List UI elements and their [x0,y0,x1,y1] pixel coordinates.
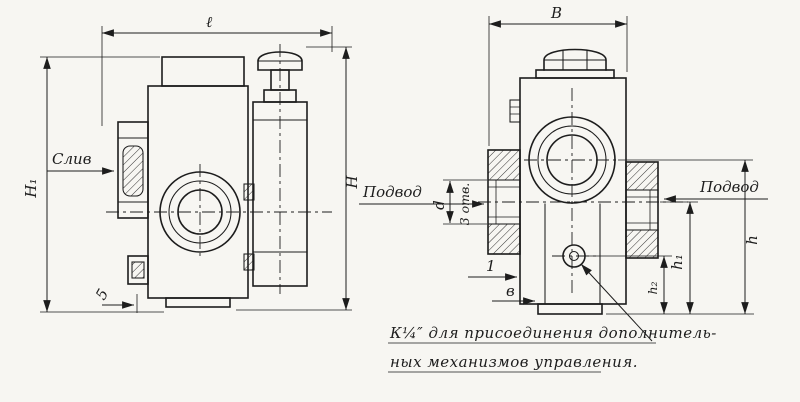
dim-offset-label: 5 [92,286,112,303]
drain-flange-outline [117,121,149,219]
dim-length-label: ℓ [206,13,212,31]
body-column-lines [544,203,601,305]
left-extension-lines [40,26,352,313]
pilot-body-lines [252,119,308,253]
left-view-centerlines [106,44,332,294]
front-boss-inner-circle [546,134,598,186]
side-tab [509,99,521,123]
drain-flange-section-hatch [122,145,144,197]
boss-outer-circle [159,171,241,253]
left-flange-bore-lines [487,179,521,225]
bolt-head-facets [543,49,607,71]
footnote-leader-line [580,263,653,342]
footnote-line1: К¼″ для присоединения дополнитель- [389,324,717,342]
footnote-underlines [388,342,656,373]
dim-b-small-label: в [506,282,515,300]
right-extension-lines [443,16,754,315]
right-flange-thread-lines [626,190,658,230]
left-view [106,44,332,308]
pilot-valve-assembly [243,51,308,287]
valve-main-body-front [519,77,627,305]
top-bolt-assembly [535,48,615,79]
control-port-outer-circle [562,244,586,268]
pilot-port-hatch-lower [243,253,255,271]
holes-count-label: 3 отв. [457,183,472,226]
side-tab-lines [510,106,520,115]
right-flange-bore-lines [625,189,659,231]
bolt-flange [535,69,615,79]
dim-width-label: В [550,4,562,22]
control-port [562,244,586,268]
left-flange-hatch-top [487,149,521,181]
dim-h-label: h [743,235,761,245]
dim-h1-label: h₁ [668,254,686,270]
left-flange-thread-lines [488,180,520,224]
lower-port-outline [127,255,149,285]
front-port-boss [528,116,616,204]
supply-flange-left [487,149,521,255]
pilot-port-hatch-upper [243,183,255,201]
left-view-dimensions: ℓ H₁ H 5 Слив [22,13,361,313]
right-flange-hatch-bottom [625,229,659,259]
drain-port-label: Слив [52,150,92,168]
supply-label-left: Подвод [362,183,422,201]
dim-one-label: 1 [486,257,496,275]
lower-port-hatch [131,261,145,279]
front-boss-outer-circle [528,116,616,204]
side-tab-outline [509,99,521,123]
right-view [478,48,688,315]
boss-middle-circle [168,180,232,244]
right-view-dimensions: В Подвод d 3 отв. 1 в h₂ h₁ h Подвод [359,4,768,315]
lower-port-block [127,255,149,285]
bolt-head-dome [543,48,607,71]
dim-height-right-label: H [343,175,361,190]
drain-flange-steps [117,137,149,203]
front-boss-middle-circle [537,125,607,195]
dim-hole-diameter-label: d [430,200,448,210]
boss-inner-circle [177,189,223,235]
supply-label-right: Подвод [699,178,759,196]
valve-main-body-side [147,85,249,299]
supply-flange-right [625,161,659,259]
side-port-boss [159,171,241,253]
footnote-line2: ных механизмов управления. [390,353,638,371]
right-view-centerlines [478,88,688,294]
base-foot-side [165,297,231,308]
control-port-inner-circle [568,250,580,262]
drain-flange [117,121,149,219]
dim-height-left-label: H₁ [22,178,40,198]
dim-h2-label: h₂ [645,281,660,294]
left-flange-hatch-bottom [487,223,521,255]
base-foot-front [537,303,603,315]
right-flange-hatch-top [625,161,659,191]
footnote: К¼″ для присоединения дополнитель- ных м… [388,263,717,373]
top-cap-side [161,56,245,87]
